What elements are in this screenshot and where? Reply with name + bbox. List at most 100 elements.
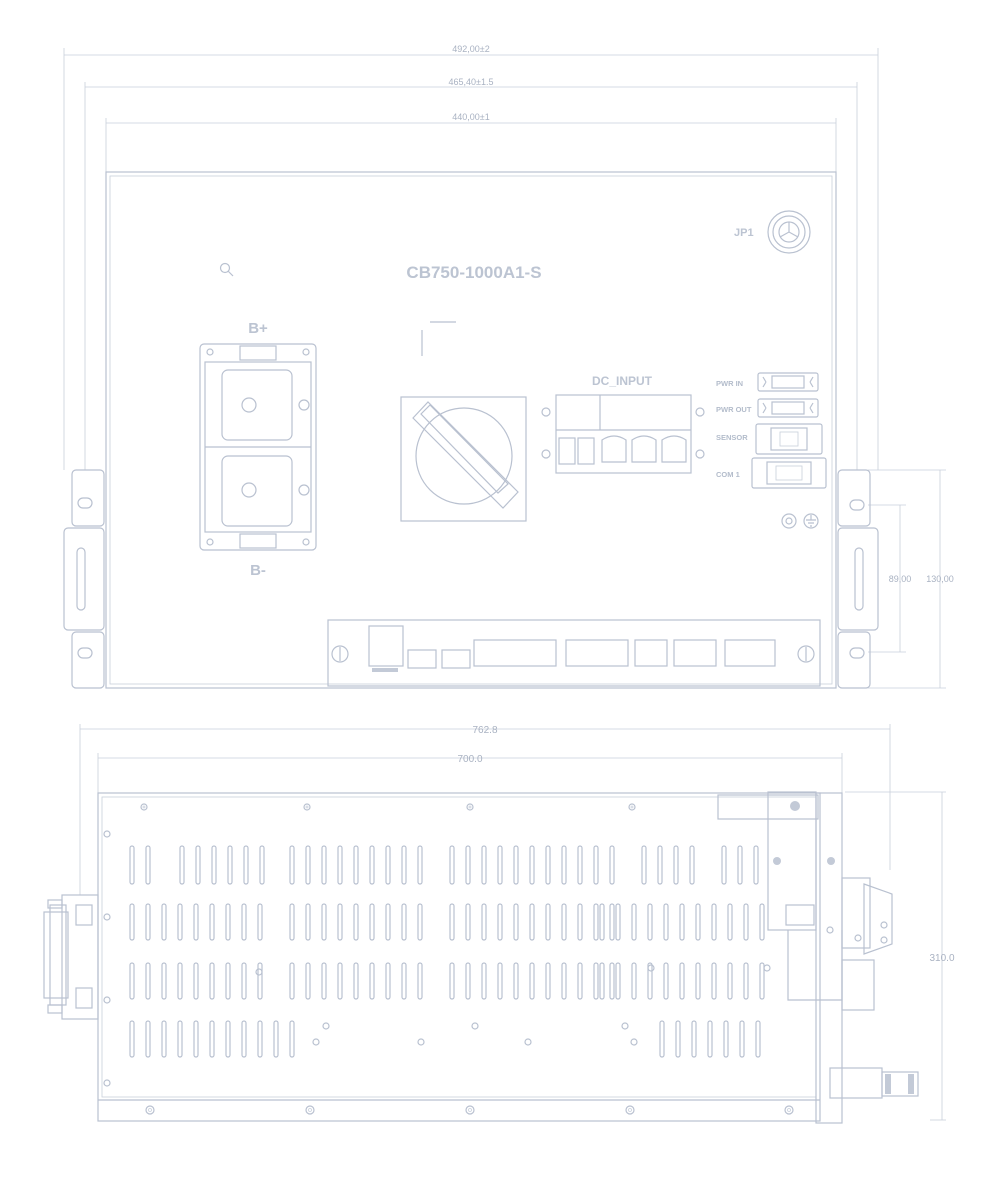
vent-slot: [513, 903, 519, 941]
vent-slot: [691, 1020, 697, 1058]
vent-slot: [657, 845, 663, 885]
dimension-lines: 492,00±2 465,40±1.5 440,00±1 89,00 130,0…: [63, 44, 954, 689]
vent-slot: [257, 903, 263, 941]
dim-overall-width: 492,00±2: [452, 44, 489, 54]
vent-slot: [209, 1020, 215, 1058]
pwr-in-label: PWR IN: [716, 379, 743, 388]
vent-slot: [129, 1020, 135, 1058]
vent-slot: [321, 962, 327, 1000]
vent-slot: [145, 845, 151, 885]
vent-slot: [259, 845, 265, 885]
dim-overall-length: 762.8: [472, 725, 497, 736]
vent-slot: [177, 1020, 183, 1058]
vent-slot: [289, 903, 295, 941]
vent-slot: [385, 962, 391, 1000]
dim-flange-width: 465,40±1.5: [449, 77, 494, 87]
ground-icon: [781, 513, 819, 529]
vent-slot: [743, 962, 749, 1000]
vent-slot: [353, 903, 359, 941]
vent-slot: [449, 903, 455, 941]
vent-slot: [609, 903, 615, 941]
vent-slot: [257, 1020, 263, 1058]
model-label: CB750-1000A1-S: [406, 263, 541, 282]
vent-slot: [529, 962, 535, 1000]
vent-slot: [577, 845, 583, 885]
vent-slot: [577, 962, 583, 1000]
top-view: 492,00±2 465,40±1.5 440,00±1 89,00 130,0…: [63, 44, 954, 689]
vent-slot: [305, 962, 311, 1000]
left-end-connector: [43, 894, 99, 1020]
vent-slot: [593, 962, 599, 1000]
vent-slot: [679, 962, 685, 1000]
bottom-screws: [145, 1105, 794, 1115]
vent-slot: [663, 903, 669, 941]
left-mount-brackets: [63, 469, 105, 689]
vent-slot: [161, 903, 167, 941]
vent-slot: [385, 903, 391, 941]
vent-slot: [177, 962, 183, 1000]
vent-slot: [609, 845, 615, 885]
vent-slot: [385, 845, 391, 885]
vent-slot: [695, 962, 701, 1000]
dc-input-label: DC_INPUT: [592, 374, 653, 388]
vent-slot: [401, 962, 407, 1000]
vent-slot: [321, 903, 327, 941]
vent-slot: [497, 903, 503, 941]
vent-slot: [727, 962, 733, 1000]
vent-slot: [739, 1020, 745, 1058]
vent-slot: [561, 903, 567, 941]
vent-slot: [711, 962, 717, 1000]
vent-slot: [353, 962, 359, 1000]
vent-slot: [289, 845, 295, 885]
vent-slot: [721, 845, 727, 885]
side-view: 762.8 700.0 310.0: [43, 724, 955, 1124]
vent-slot: [599, 903, 605, 941]
vent-slot: [593, 845, 599, 885]
vent-slot: [193, 962, 199, 1000]
vent-slot: [241, 1020, 247, 1058]
vent-slot: [711, 903, 717, 941]
rotary-switch-icon: [400, 396, 527, 522]
vent-slot: [689, 845, 695, 885]
vent-slot: [225, 903, 231, 941]
vent-slot: [449, 845, 455, 885]
vent-slot: [663, 962, 669, 1000]
vent-slot: [727, 903, 733, 941]
vent-slot: [561, 845, 567, 885]
vent-slot: [305, 903, 311, 941]
dc-input-terminal: DC_INPUT: [541, 374, 705, 474]
top-screws: [103, 803, 636, 1087]
vent-slot: [369, 962, 375, 1000]
vent-slot: [481, 845, 487, 885]
vent-slot: [545, 903, 551, 941]
vent-slot: [337, 845, 343, 885]
vent-slot: [593, 903, 599, 941]
vent-slot: [545, 845, 551, 885]
vent-slot: [759, 903, 765, 941]
vent-slot: [177, 903, 183, 941]
vent-slot: [243, 845, 249, 885]
vent-slot: [145, 962, 151, 1000]
vent-slot: [545, 962, 551, 1000]
dim-mount-height: 130,00: [926, 574, 954, 584]
vent-slot: [615, 903, 621, 941]
vent-slot: [305, 845, 311, 885]
vent-slot: [193, 1020, 199, 1058]
vent-slot: [289, 962, 295, 1000]
vent-slot: [465, 845, 471, 885]
sensor-label: SENSOR: [716, 433, 748, 442]
search-icon: [219, 262, 234, 277]
vent-slot: [529, 845, 535, 885]
vent-slot: [241, 903, 247, 941]
vent-slot: [417, 845, 423, 885]
vent-slot: [631, 962, 637, 1000]
vent-slot: [513, 962, 519, 1000]
vent-slot: [679, 903, 685, 941]
vent-slot: [743, 903, 749, 941]
vent-slot: [481, 903, 487, 941]
right-mount-brackets: [837, 469, 879, 689]
b-minus-label: B-: [250, 562, 266, 579]
vent-slot: [723, 1020, 729, 1058]
vent-slot: [401, 903, 407, 941]
